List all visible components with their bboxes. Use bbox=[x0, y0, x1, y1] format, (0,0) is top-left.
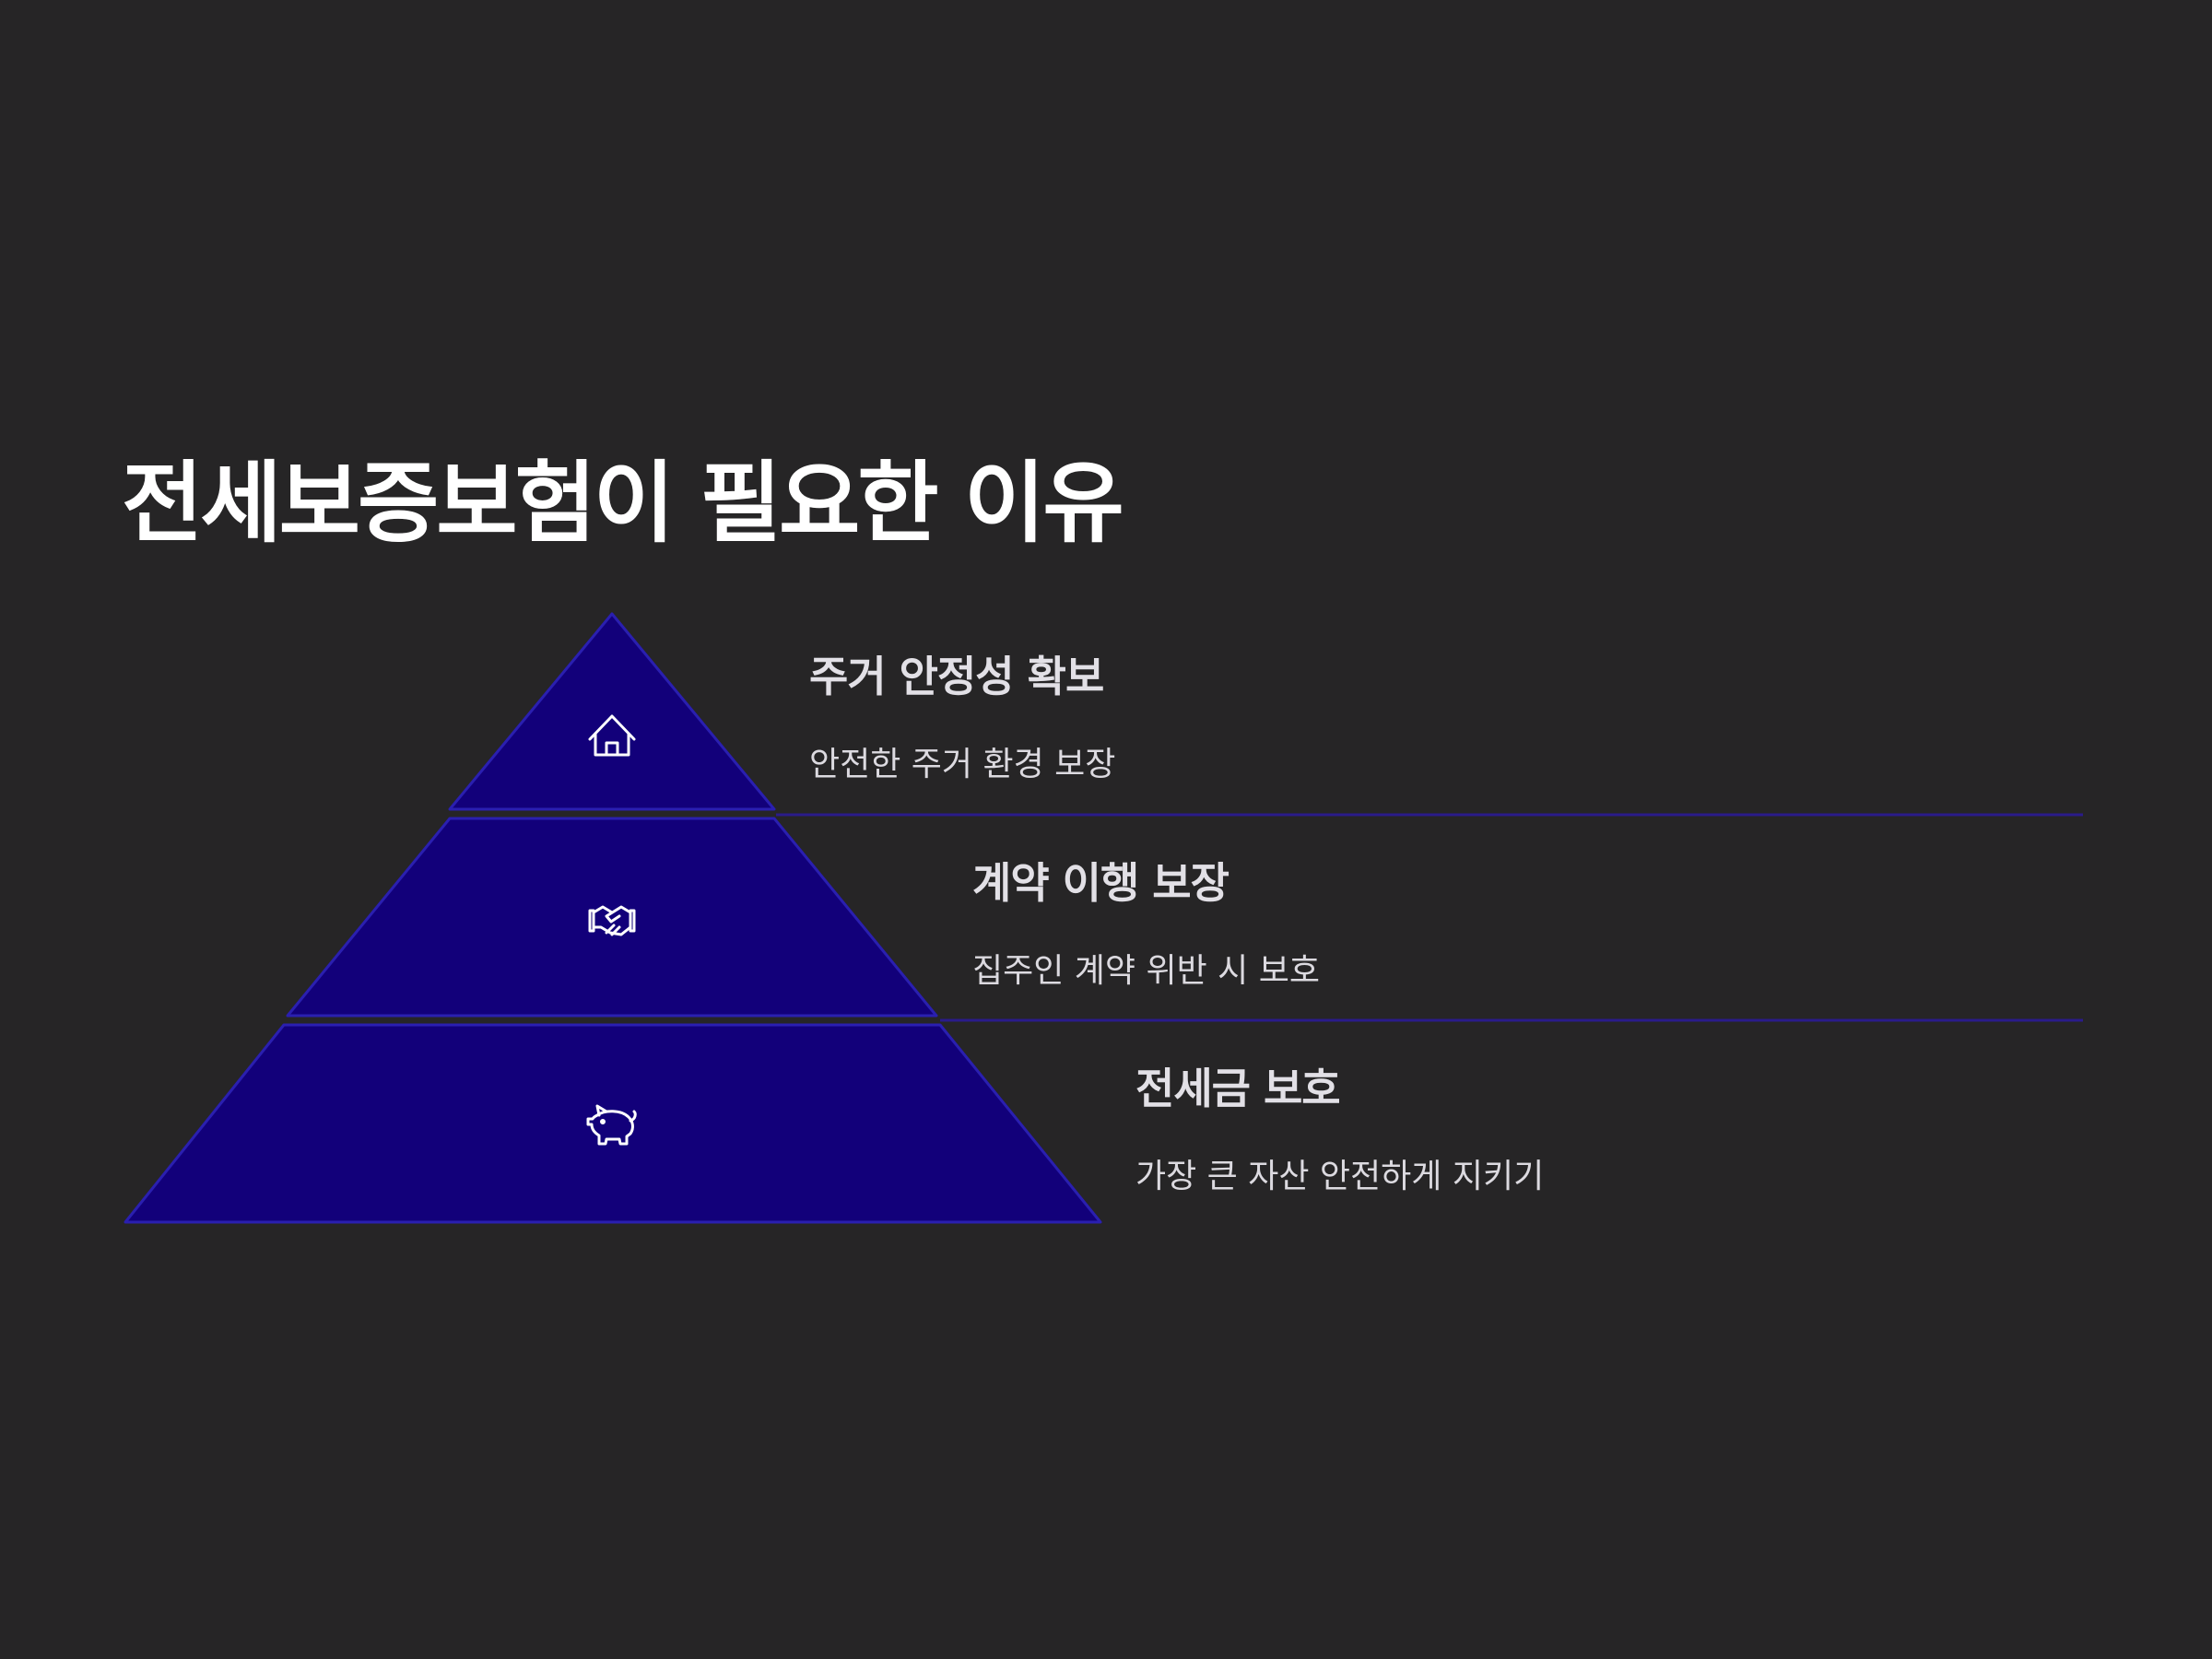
pyramid-tier-top bbox=[448, 612, 776, 811]
level-1-heading: 주거 안정성 확보 bbox=[809, 652, 1104, 701]
level-1-text: 주거 안정성 확보 안전한 주거 환경 보장 bbox=[809, 643, 1115, 785]
handshake-icon bbox=[588, 905, 636, 936]
level-2-text: 계약 이행 보장 집주인 계약 위반 시 보호 bbox=[972, 850, 1320, 992]
level-3-description: 가장 큰 자산 안전하게 지키기 bbox=[1135, 1158, 1545, 1195]
house-icon bbox=[588, 714, 636, 757]
level-3-text: 전세금 보호 가장 큰 자산 안전하게 지키기 bbox=[1135, 1055, 1544, 1197]
level-1-description: 안전한 주거 환경 보장 bbox=[809, 746, 1116, 783]
level-2-heading: 계약 이행 보장 bbox=[972, 858, 1230, 908]
level-3-heading: 전세금 보호 bbox=[1135, 1064, 1341, 1113]
pyramid-tier-bottom bbox=[124, 1023, 1102, 1224]
page-title: 전세보증보험이 필요한 이유 bbox=[122, 452, 1124, 555]
pyramid-tier-middle bbox=[286, 817, 938, 1018]
level-2-description: 집주인 계약 위반 시 보호 bbox=[972, 952, 1320, 990]
piggy-bank-icon bbox=[586, 1104, 637, 1146]
